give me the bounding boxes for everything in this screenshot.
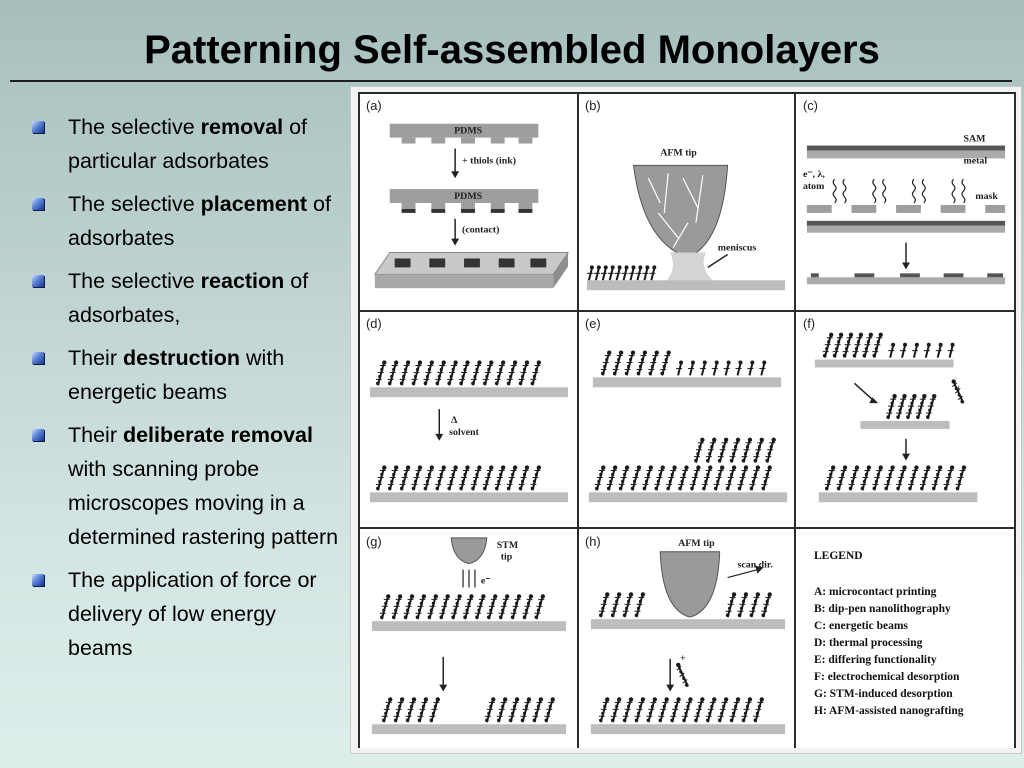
bullet-item: Their destruction with energetic beams [30,341,342,409]
panel-f-illustration: (f) + [803,316,978,503]
panel-c-label: (c) [803,98,818,113]
panel-g-label: (g) [366,534,382,549]
legend-title: LEGEND [814,550,863,562]
bullet-square-icon [32,275,44,287]
panel-a-illustration: (a) PDMS + thiols (ink) PDMS (contact) [366,98,570,289]
title-divider [10,80,1012,82]
contact-step-label: (contact) [462,225,499,236]
legend-item: F: electrochemical desorption [814,671,960,683]
bullet-item: Their deliberate removal with scanning p… [30,418,342,554]
bullet-item: The selective removal of particular adso… [30,110,342,178]
bullet-square-icon [32,121,44,133]
panel-f-label: (f) [803,316,815,331]
meniscus-label: meniscus [718,243,757,254]
sam-label: SAM [963,134,986,145]
panel-h: (h) AFM tip scan dir. + [579,529,796,748]
slide-title: Patterning Self-assembled Monolayers [144,28,880,72]
afm-tip-label: AFM tip [660,147,697,158]
panel-g-illustration: (g) STM tip e⁻ [366,534,567,735]
bullet-square-icon [32,429,44,441]
legend-item: E: differing functionality [814,654,937,666]
thiols-step-label: + thiols (ink) [462,155,516,166]
panel-a: (a) PDMS + thiols (ink) PDMS (contact) [360,94,579,312]
panel-c: (c) SAM metal e⁻, λ, atom mask [796,94,1014,312]
bullet-item: The selective reaction of adsorbates, [30,264,342,332]
bullet-item: The selective placement of adsorbates [30,187,342,255]
legend-item: A: microcontact printing [814,586,937,598]
bullet-square-icon [32,574,44,586]
delta-label: Δ [451,415,458,426]
plus-label-h: + [680,653,686,664]
beam-label: e⁻, λ, [803,169,825,180]
scan-direction-label: scan dir. [738,560,774,571]
legend-item: C: energetic beams [814,620,908,632]
electron-label: e⁻ [481,576,491,587]
pdms-label-2: PDMS [454,191,483,202]
panel-b: (b) AFM tip meniscus [579,94,796,312]
legend-box: LEGEND A: microcontact printing B: dip-p… [814,550,964,717]
legend-item: G: STM-induced desorption [814,688,953,700]
panel-e: (e) [579,312,796,529]
legend-item: B: dip-pen nanolithography [814,603,951,615]
metal-label: metal [963,155,987,166]
bullet-item: The application of force or delivery of … [30,563,342,665]
panel-a-label: (a) [366,98,382,113]
panel-b-illustration: (b) AFM tip meniscus [585,98,786,291]
bullet-square-icon [32,352,44,364]
panel-d: (d) Δ solvent [360,312,579,529]
panel-c-illustration: (c) SAM metal e⁻, λ, atom mask [803,98,1006,285]
panel-h-illustration: (h) AFM tip scan dir. + [585,534,786,735]
legend-panel: LEGEND A: microcontact printing B: dip-p… [796,529,1014,748]
mask-label: mask [975,191,998,202]
legend-item: D: thermal processing [814,637,923,649]
plus-label-f: + [956,383,962,394]
panel-h-label: (h) [585,534,601,549]
bullet-list: The selective removal of particular adso… [30,110,342,674]
bullet-square-icon [32,198,44,210]
panel-e-label: (e) [585,316,601,331]
patterning-figure: (a) PDMS + thiols (ink) PDMS (contact) [350,86,1022,754]
afm-tip-label-h: AFM tip [678,538,715,549]
atom-label: atom [803,181,825,192]
figure-panel-grid: (a) PDMS + thiols (ink) PDMS (contact) [358,92,1016,748]
panel-b-label: (b) [585,98,601,113]
stm-tip-label: tip [501,552,513,563]
panel-g: (g) STM tip e⁻ [360,529,579,748]
pdms-label-1: PDMS [454,126,483,137]
solvent-label: solvent [449,427,479,438]
panel-f: (f) + [796,312,1014,529]
panel-d-label: (d) [366,316,382,331]
panel-d-illustration: (d) Δ solvent [366,316,569,503]
stm-label: STM [497,540,519,551]
panel-e-illustration: (e) [585,316,788,503]
legend-item: H: AFM-assisted nanografting [814,705,964,717]
